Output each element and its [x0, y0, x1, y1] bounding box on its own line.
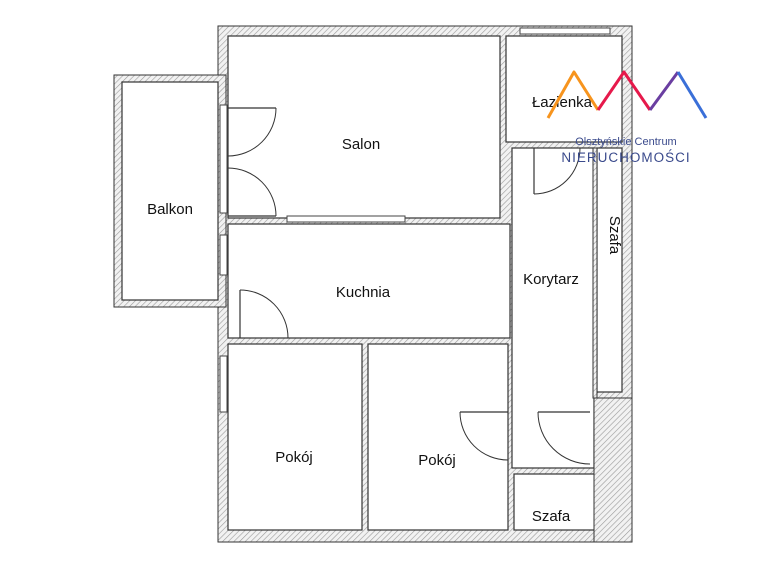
company-logo: Olsztyńskie Centrum NIERUCHOMOŚCI	[546, 70, 708, 165]
room-korytarz	[511, 147, 595, 469]
room-pokoj-right	[367, 343, 509, 531]
label-szafa-side: Szafa	[606, 216, 623, 255]
room-szafa-bottom	[513, 473, 597, 531]
window-kitchen-left	[219, 234, 228, 276]
label-lazienka: Łazienka	[532, 94, 593, 111]
logo-mark-orange	[546, 70, 600, 119]
wall-szafa-edge	[592, 147, 598, 399]
label-kuchnia: Kuchnia	[336, 284, 391, 301]
wall-hall-right	[593, 397, 633, 543]
room-balkon	[121, 81, 219, 301]
room-salon	[227, 35, 501, 219]
logo-mark-purple	[648, 71, 680, 111]
label-szafa-bottom: Szafa	[532, 508, 571, 525]
logo-line2: NIERUCHOMOŚCI	[561, 150, 690, 165]
label-balkon: Balkon	[147, 201, 193, 218]
window-pokoj-left	[219, 355, 228, 413]
window-salon-kitchen	[286, 215, 406, 223]
window-balcony-left	[219, 104, 228, 214]
logo-mark-red	[596, 70, 652, 111]
room-pokoj-left	[227, 343, 363, 531]
room-kuchnia	[227, 223, 511, 339]
label-pokoj-right: Pokój	[418, 452, 456, 469]
label-salon: Salon	[342, 136, 380, 153]
logo-mark-blue	[676, 71, 708, 119]
label-pokoj-left: Pokój	[275, 449, 313, 466]
windows	[219, 27, 611, 413]
room-szafa-side	[596, 147, 623, 393]
logo-line1: Olsztyńskie Centrum	[575, 136, 676, 148]
doors	[227, 107, 591, 465]
window-lazienka-top	[519, 27, 611, 35]
label-korytarz: Korytarz	[523, 271, 579, 288]
